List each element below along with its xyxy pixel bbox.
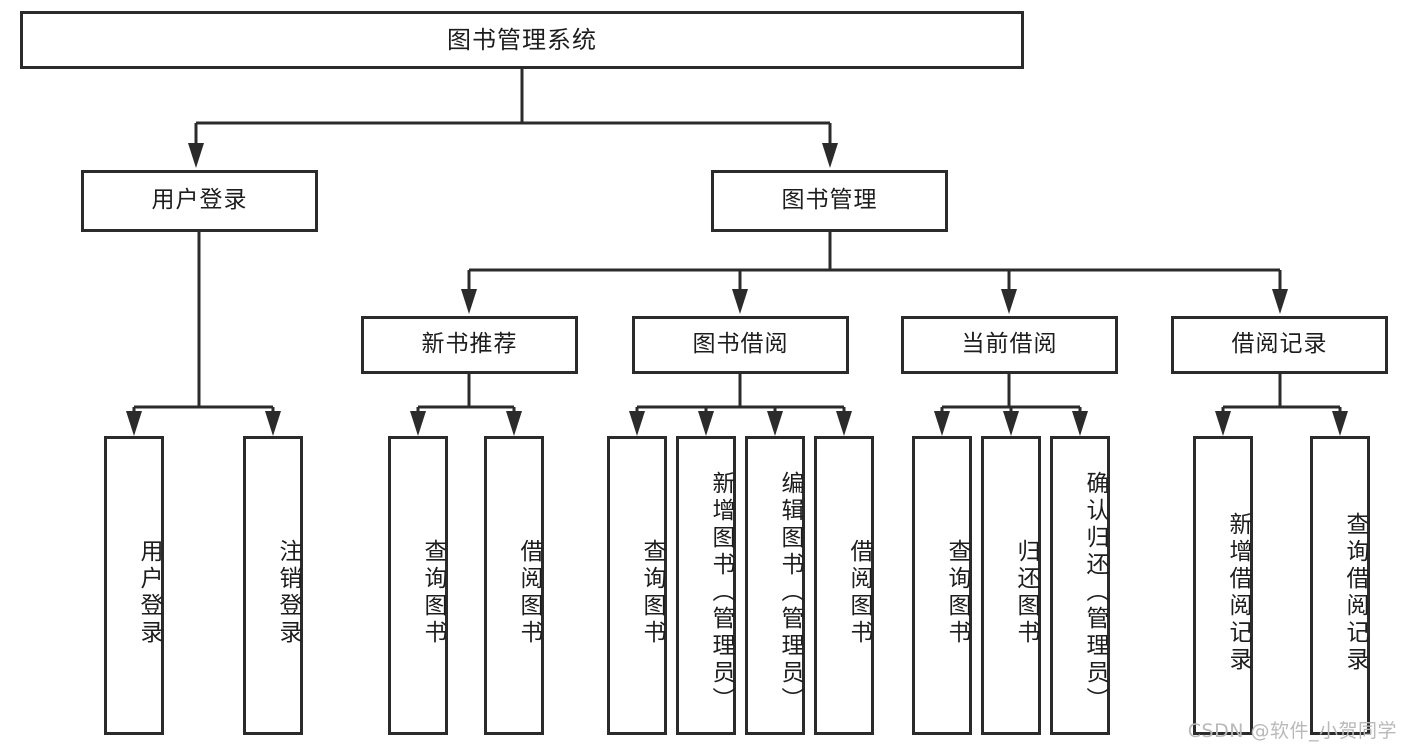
node-current-borrowing[interactable]: 当前借阅 bbox=[901, 316, 1118, 374]
node-label: 借阅记录 bbox=[1231, 331, 1328, 358]
leaf-add-borrow-record[interactable]: 新增借阅记录 bbox=[1193, 436, 1253, 735]
node-label: 编辑图书（管理员） bbox=[777, 471, 803, 714]
node-label: 查询图书 bbox=[944, 538, 970, 647]
node-label: 注销登录 bbox=[275, 538, 301, 647]
leaf-query-books-current[interactable]: 查询图书 bbox=[912, 436, 972, 735]
node-label: 确认归还（管理员） bbox=[1082, 471, 1108, 714]
leaf-borrow-books-borrowing[interactable]: 借阅图书 bbox=[814, 436, 874, 735]
node-label: 用户登录 bbox=[151, 187, 248, 214]
leaf-edit-book-admin[interactable]: 编辑图书（管理员） bbox=[745, 436, 805, 735]
node-label: 查询图书 bbox=[420, 538, 446, 647]
node-label: 当前借阅 bbox=[961, 331, 1058, 358]
csdn-watermark: CSDN @软件_小贺同学 bbox=[1187, 720, 1397, 742]
leaf-confirm-return-admin[interactable]: 确认归还（管理员） bbox=[1050, 436, 1110, 735]
node-label: 借阅图书 bbox=[846, 538, 872, 647]
node-book-borrowing[interactable]: 图书借阅 bbox=[632, 316, 849, 374]
node-label: 图书管理系统 bbox=[447, 25, 597, 54]
node-label: 新增借阅记录 bbox=[1225, 511, 1251, 674]
node-label: 新增图书（管理员） bbox=[708, 471, 734, 714]
node-root-book-management-system[interactable]: 图书管理系统 bbox=[20, 11, 1024, 69]
node-label: 归还图书 bbox=[1013, 538, 1039, 647]
leaf-query-books-borrowing[interactable]: 查询图书 bbox=[607, 436, 667, 735]
node-label: 用户登录 bbox=[136, 538, 162, 647]
leaf-borrow-books-recommendation[interactable]: 借阅图书 bbox=[484, 436, 544, 735]
leaf-return-books[interactable]: 归还图书 bbox=[981, 436, 1041, 735]
node-label: 查询借阅记录 bbox=[1342, 511, 1368, 674]
leaf-add-book-admin[interactable]: 新增图书（管理员） bbox=[676, 436, 736, 735]
node-label: 查询图书 bbox=[639, 538, 665, 647]
node-user-login[interactable]: 用户登录 bbox=[81, 170, 318, 232]
leaf-user-login[interactable]: 用户登录 bbox=[104, 436, 164, 735]
node-new-book-recommendation[interactable]: 新书推荐 bbox=[361, 316, 578, 374]
node-label: 新书推荐 bbox=[421, 331, 518, 358]
node-label: 借阅图书 bbox=[516, 538, 542, 647]
node-book-management[interactable]: 图书管理 bbox=[711, 170, 948, 232]
leaf-logout[interactable]: 注销登录 bbox=[243, 436, 303, 735]
node-label: 图书借阅 bbox=[692, 331, 789, 358]
leaf-query-books-recommendation[interactable]: 查询图书 bbox=[388, 436, 448, 735]
node-label: 图书管理 bbox=[781, 187, 878, 214]
leaf-query-borrow-record[interactable]: 查询借阅记录 bbox=[1310, 436, 1370, 735]
node-borrow-records[interactable]: 借阅记录 bbox=[1171, 316, 1388, 374]
